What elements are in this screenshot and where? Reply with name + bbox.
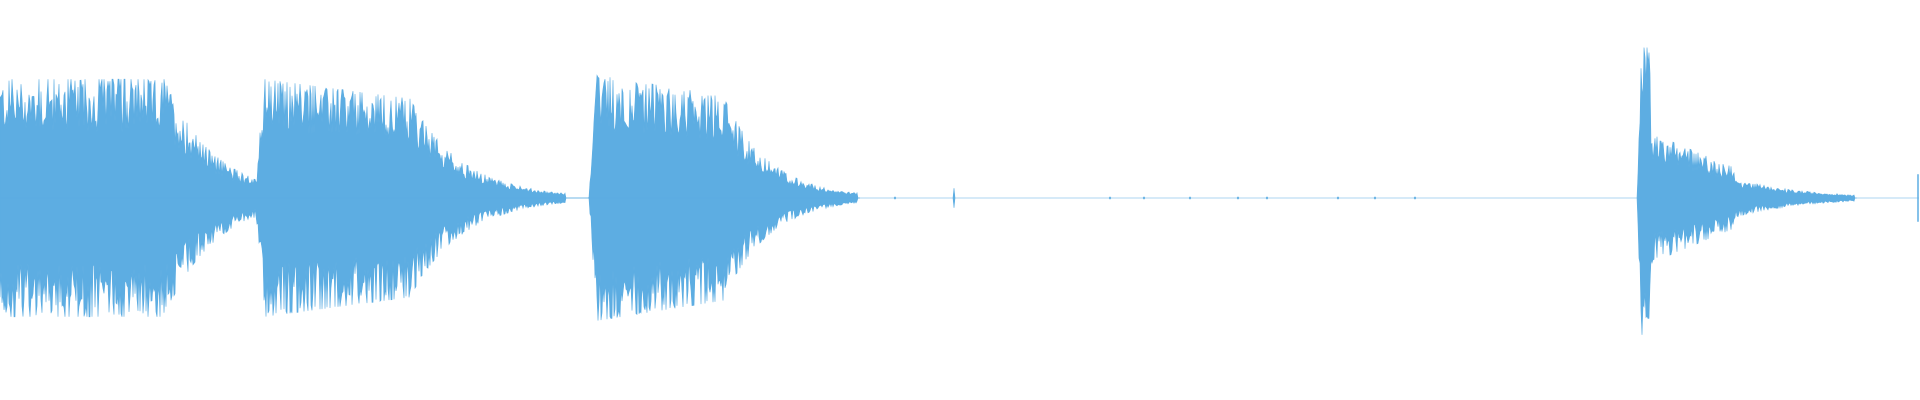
waveform-path-group <box>0 47 1919 335</box>
waveform-amplitude-path <box>0 47 1919 335</box>
